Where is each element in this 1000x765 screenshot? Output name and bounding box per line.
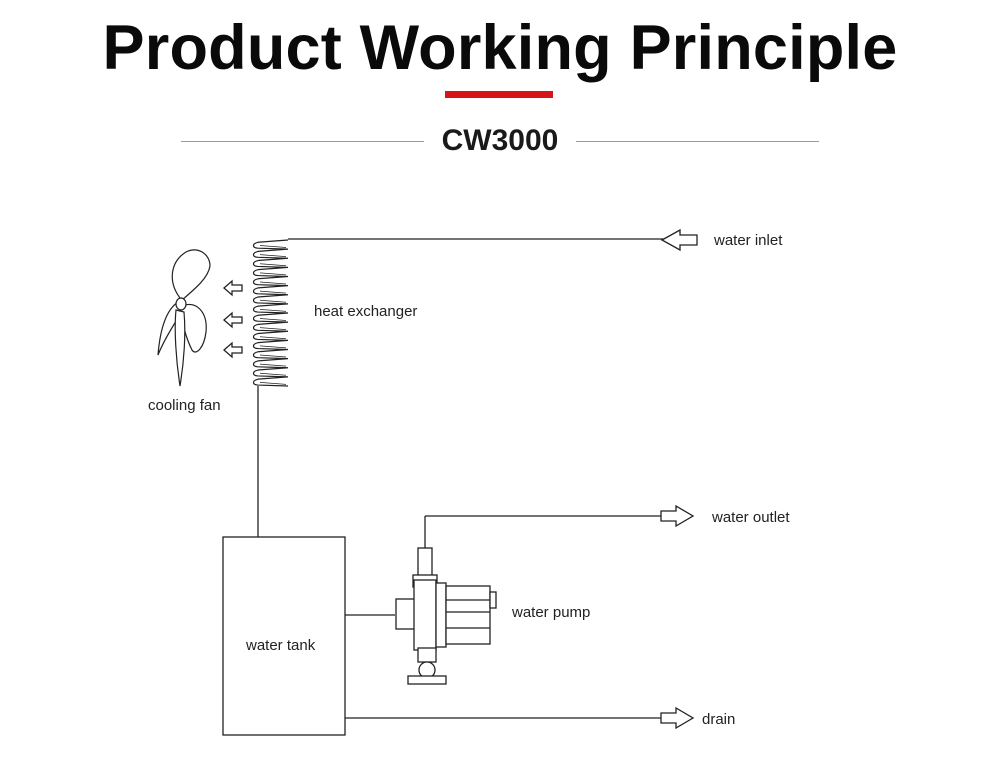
arrow-left-icon bbox=[223, 341, 243, 359]
arrow-right-icon bbox=[660, 706, 695, 730]
fan-icon bbox=[157, 249, 211, 387]
heat-exchanger-label: heat exchanger bbox=[314, 303, 417, 320]
water-tank-label: water tank bbox=[245, 637, 316, 654]
heat-exchanger-coil-icon bbox=[252, 239, 289, 387]
cooling-fan-label: cooling fan bbox=[148, 397, 221, 414]
model-divider-left bbox=[181, 141, 424, 142]
water-pump-label: water pump bbox=[511, 604, 590, 621]
water-pump-icon bbox=[395, 547, 497, 685]
water-outlet-label: water outlet bbox=[711, 509, 790, 526]
water-tank-icon bbox=[222, 536, 346, 736]
water-inlet-label: water inlet bbox=[713, 232, 783, 249]
model-name: CW3000 bbox=[441, 124, 559, 157]
drain-label: drain bbox=[702, 711, 735, 728]
arrow-left-icon bbox=[223, 311, 243, 329]
page-title: Product Working Principle bbox=[102, 13, 898, 83]
title-underline bbox=[445, 91, 553, 98]
model-divider-right bbox=[576, 141, 819, 142]
arrow-left-icon bbox=[223, 279, 243, 297]
arrow-right-icon bbox=[660, 504, 695, 528]
arrow-left-icon bbox=[660, 228, 698, 252]
